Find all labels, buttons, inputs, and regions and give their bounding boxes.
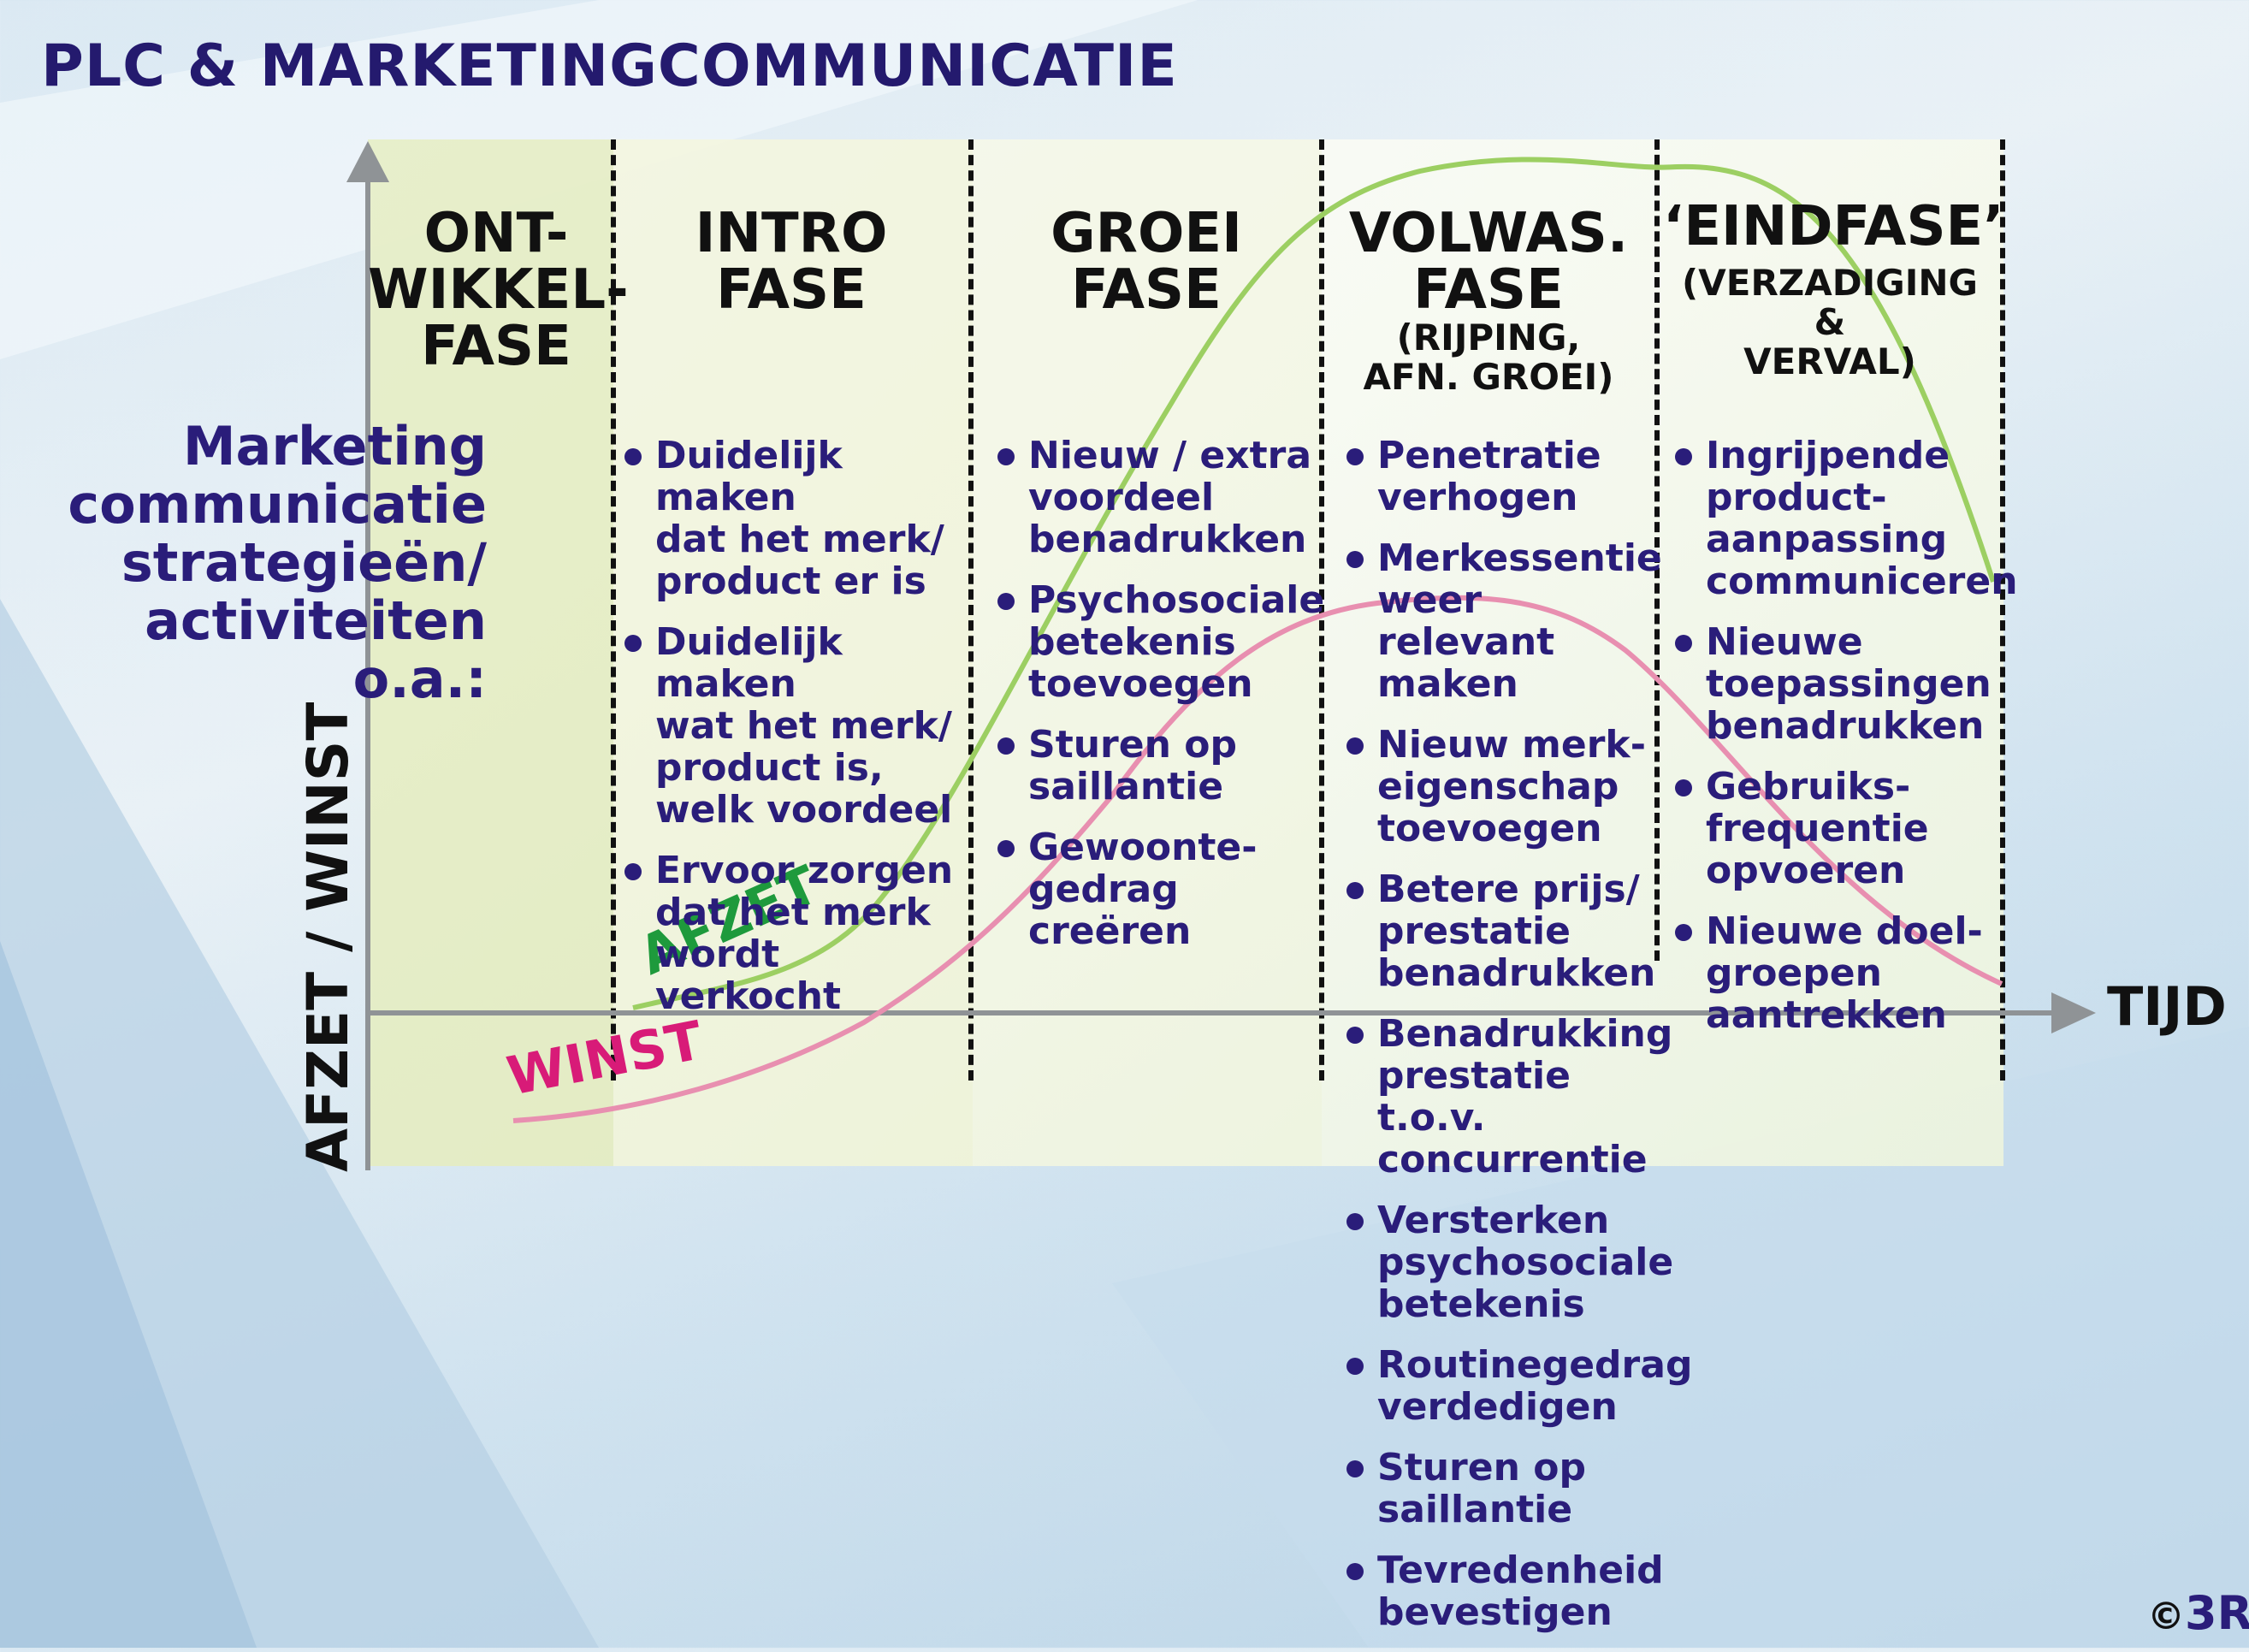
list-item: Nieuw / extra voordeel benadrukken (996, 435, 1321, 560)
phase-divider-4 (1654, 139, 1660, 961)
phase-line: VOLWAS. (1348, 202, 1629, 265)
page-title: PLC & MARKETINGCOMMUNICATIE (41, 33, 1178, 100)
chart-panel (368, 139, 2003, 1166)
x-axis-label: TIJD (2107, 975, 2227, 1038)
phase-header-development: ONT- WIKKEL- FASE (368, 202, 629, 378)
phase-line: INTRO (695, 202, 888, 265)
strategy-line: activiteiten (145, 589, 487, 652)
strategy-line: communicatie (68, 473, 487, 536)
list-item: Nieuwe toepassingen benadrukken (1673, 621, 2007, 747)
list-item: Tevredenheid bevestigen (1345, 1549, 1664, 1633)
phase-header-maturity: VOLWAS. FASE (RIJPING, AFN. GROEI) (1326, 205, 1651, 397)
list-item: Nieuwe doel- groepen aantrekken (1673, 910, 2007, 1036)
phase-header-end: ‘EINDFASE’ (VERZADIGING & VERVAL) (1663, 195, 2004, 382)
phase-line: FASE (1413, 258, 1564, 322)
phase-line: WIKKEL- (368, 258, 629, 322)
phase-line: GROEI (1051, 202, 1242, 265)
phase-line: FASE (716, 258, 867, 322)
copyright-symbol: © (2147, 1595, 2185, 1638)
intro-activities: Duidelijk maken dat het merk/ product er… (623, 435, 974, 1036)
phase-line: ONT- (423, 202, 569, 265)
phase-sub: (RIJPING, (1396, 317, 1581, 358)
intro-phase-shade (613, 139, 973, 1166)
phase-line: ‘EINDFASE’ (1663, 195, 2004, 258)
list-item: Ingrijpende product- aanpassing communic… (1673, 435, 2018, 602)
brand-logo: 3R (2185, 1586, 2249, 1640)
y-axis (365, 171, 370, 1170)
phase-sub: (VERZADIGING & (1682, 262, 1978, 343)
list-item: Routinegedrag verdedigen (1345, 1344, 1692, 1428)
phase-header-intro: INTRO FASE (616, 205, 967, 318)
phase-sub: VERVAL) (1743, 340, 1916, 382)
strategy-line: o.a.: (352, 648, 487, 710)
list-item: Duidelijk maken wat het merk/ product is… (623, 621, 974, 831)
development-phase-shade (368, 139, 613, 1166)
list-item: Sturen op saillantie (1345, 1447, 1661, 1531)
phase-divider-1 (611, 139, 616, 1081)
list-item: Versterken psychosociale betekenis (1345, 1199, 1673, 1325)
x-axis (368, 1010, 2053, 1015)
phase-sub: AFN. GROEI) (1363, 356, 1614, 398)
end-activities: Ingrijpende product- aanpassing communic… (1673, 435, 2018, 1055)
list-item: Gebruiks- frequentie opvoeren (1673, 766, 2007, 891)
phase-divider-3 (1319, 139, 1324, 1081)
phase-line: FASE (1071, 258, 1222, 322)
list-item: Duidelijk maken dat het merk/ product er… (623, 435, 974, 602)
list-item: Betere prijs/ prestatie benadrukken (1345, 868, 1661, 994)
strategy-line: strategieën/ (121, 531, 487, 594)
list-item: Penetratie verhogen (1345, 435, 1661, 518)
phase-line: FASE (421, 315, 571, 378)
phase-divider-5 (2000, 139, 2005, 1081)
winst-curve (512, 595, 2003, 1123)
list-item: Psychosociale betekenis toevoegen (996, 579, 1324, 705)
afzet-curve (632, 157, 1996, 1010)
growth-activities: Nieuw / extra voordeel benadrukken Psych… (996, 435, 1324, 971)
copyright-logo: ©3R (2147, 1586, 2249, 1640)
y-axis-arrow (346, 141, 389, 182)
list-item: Merkessentie weer relevant maken (1345, 537, 1662, 705)
list-item: Gewoonte- gedrag creëren (996, 826, 1321, 952)
list-item: Ervoor zorgen dat het merk wordt verkoch… (623, 850, 974, 1017)
strategy-line: Marketing (182, 415, 487, 477)
strategy-label: Marketing communicatie strategieën/ acti… (68, 417, 487, 708)
phase-header-growth: GROEI FASE (975, 205, 1317, 318)
phase-divider-2 (968, 139, 974, 1081)
list-item: Sturen op saillantie (996, 724, 1321, 808)
list-item: Nieuw merk- eigenschap toevoegen (1345, 724, 1661, 850)
list-item: Benadrukking prestatie t.o.v. concurrent… (1345, 1013, 1672, 1181)
x-axis-arrow (2051, 992, 2096, 1033)
maturity-activities: Penetratie verhogen Merkessentie weer re… (1345, 435, 1692, 1652)
